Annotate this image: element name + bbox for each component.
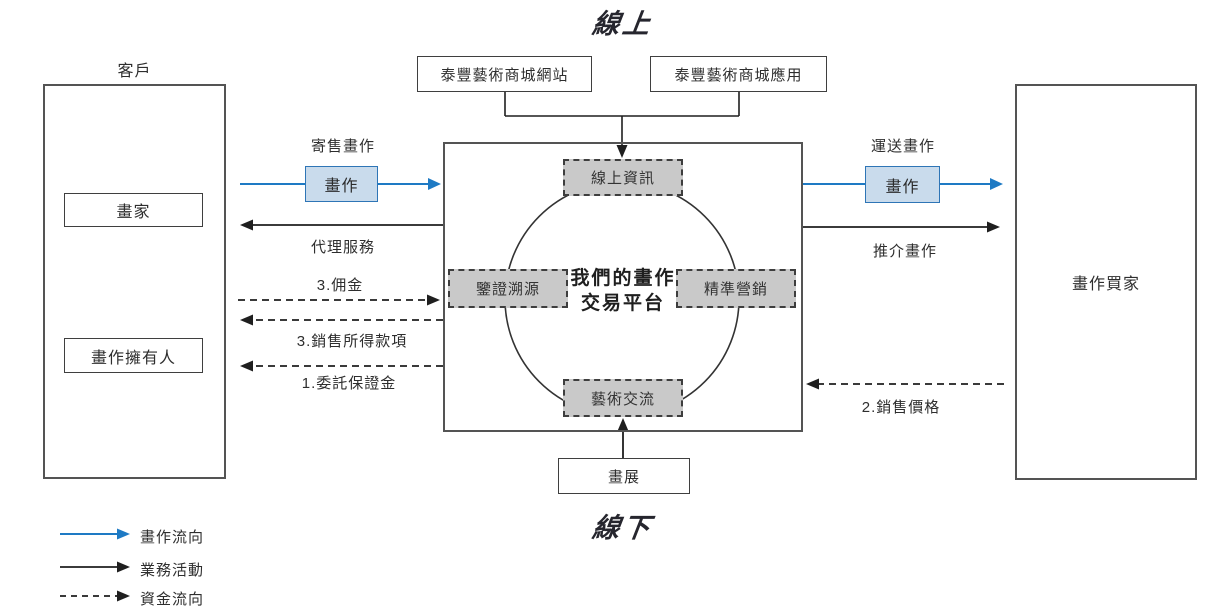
buyer-box: 畫作買家 — [1015, 84, 1197, 480]
feature-art-exchange-box: 藝術交流 — [563, 379, 683, 417]
customer-group-label: 客戶 — [117, 63, 152, 80]
painter-box: 畫家 — [64, 193, 203, 227]
sales-price-arrow — [806, 378, 1004, 390]
legend-fund-flow-arrow-icon — [60, 590, 130, 602]
customer-box — [43, 84, 226, 479]
platform-center-line1: 我們的畫作 — [570, 268, 676, 289]
legend-fund-flow-label: 資金流向 — [140, 591, 205, 608]
exhibition-box: 畫展 — [558, 458, 690, 494]
deposit-label: 1.委託保證金 — [301, 375, 397, 392]
feature-authentication-box: 鑒證溯源 — [448, 269, 568, 308]
commission-label: 3.佣金 — [316, 277, 364, 294]
platform-center-text: 我們的畫作 交易平台 — [543, 266, 703, 316]
commission-arrow — [238, 294, 440, 306]
platform-center-line2: 交易平台 — [580, 293, 665, 314]
proceeds-label: 3.銷售所得款項 — [296, 333, 408, 350]
painting-owner-box: 畫作擁有人 — [64, 338, 203, 373]
ship-label: 運送畫作 — [870, 138, 935, 155]
sales-proceeds-arrow — [240, 314, 443, 326]
legend-business-activity-arrow-icon — [60, 561, 130, 573]
legend-business-activity-label: 業務活動 — [140, 562, 205, 579]
feature-marketing-box: 精準營銷 — [676, 269, 796, 308]
agency-service-arrow — [240, 219, 443, 231]
legend-painting-flow-arrow-icon — [60, 528, 130, 540]
feature-online-info-box: 線上資訊 — [563, 159, 683, 196]
legend-painting-flow-label: 畫作流向 — [140, 529, 205, 546]
consign-painting-item-box: 畫作 — [305, 166, 378, 202]
exhibition-to-platform-arrow — [617, 418, 629, 458]
channels-to-platform-arrow — [504, 92, 740, 146]
promote-label: 推介畫作 — [872, 243, 937, 260]
mall-website-box: 泰豐藝術商城網站 — [417, 56, 592, 92]
channels-arrowhead-icon — [616, 145, 628, 158]
mall-app-box: 泰豐藝術商城應用 — [650, 56, 827, 92]
platform-box — [443, 142, 803, 432]
consign-label: 寄售畫作 — [310, 138, 375, 155]
agency-label: 代理服務 — [310, 239, 375, 256]
promote-painting-arrow — [803, 221, 1000, 233]
deposit-arrow — [240, 360, 443, 372]
ship-painting-item-box: 畫作 — [865, 166, 940, 203]
buyer-label: 畫作買家 — [1071, 276, 1140, 293]
price-label: 2.銷售價格 — [861, 399, 941, 416]
